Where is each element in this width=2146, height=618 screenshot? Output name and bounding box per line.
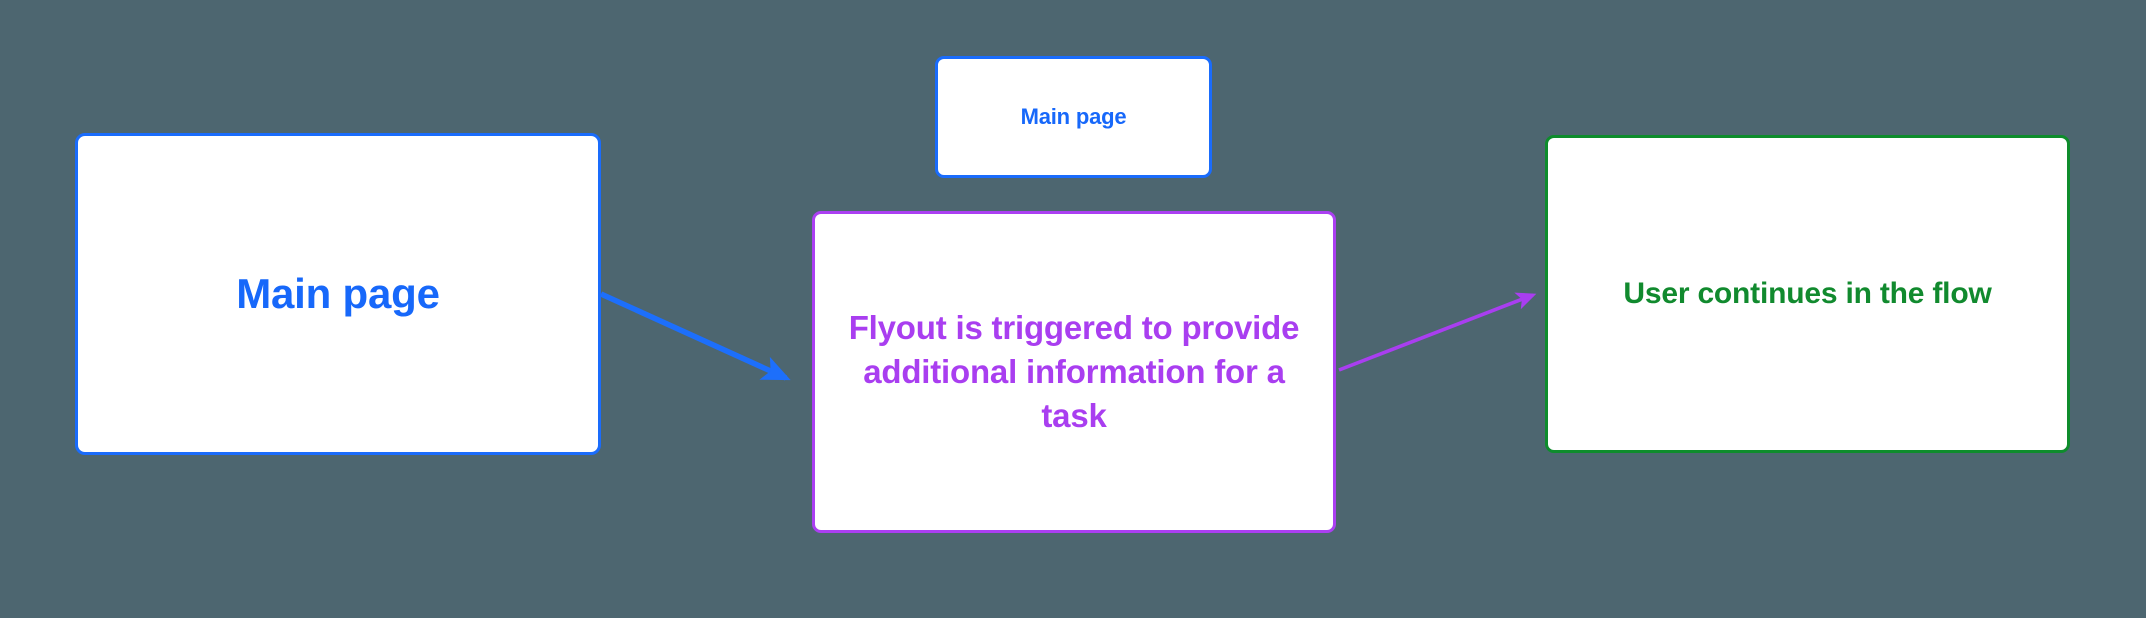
node-main-page-small[interactable]: Main page [935,56,1212,178]
node-user-continues-label: User continues in the flow [1623,276,1992,310]
connector-main-page-to-flyout [599,291,791,381]
node-user-continues[interactable]: User continues in the flow [1545,135,2070,453]
node-flyout-label: Flyout is triggered to provide additiona… [848,309,1300,434]
node-flyout[interactable]: Flyout is triggered to provide additiona… [812,211,1336,533]
node-main-page-small-label: Main page [1020,103,1127,129]
node-main-page-large[interactable]: Main page [75,133,601,455]
node-main-page-large-label: Main page [236,270,440,318]
connector-flyout-to-user-continues [1338,292,1537,372]
